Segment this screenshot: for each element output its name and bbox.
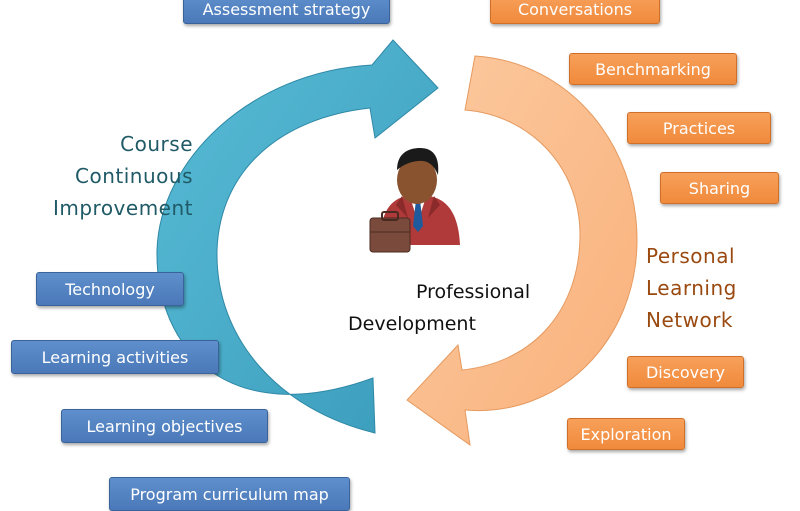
heading-line: Course xyxy=(120,132,193,156)
businessman-icon xyxy=(369,148,460,253)
heading-line: Improvement xyxy=(52,196,193,220)
technology-box: Technology xyxy=(36,272,184,306)
discovery-box: Discovery xyxy=(627,356,744,388)
learning-objectives-box: Learning objectives xyxy=(61,409,268,443)
center-label-line: Development xyxy=(348,313,476,335)
practices-box: Practices xyxy=(627,112,771,144)
heading-line: Continuous xyxy=(75,164,193,188)
heading-line: Network xyxy=(646,308,734,332)
professional-development-cycle xyxy=(156,39,638,447)
benchmarking-box: Benchmarking xyxy=(569,53,737,85)
learning-activities-box: Learning activities xyxy=(11,340,219,374)
exploration-box: Exploration xyxy=(567,418,685,450)
course-continuous-improvement-heading: Course Continuous Improvement xyxy=(0,128,193,224)
heading-line: Personal xyxy=(646,244,736,268)
sharing-box: Sharing xyxy=(660,172,779,204)
learning-network-arrow xyxy=(406,55,638,447)
heading-line: Learning xyxy=(646,276,737,300)
assessment-strategy-box: Assessment strategy xyxy=(183,0,390,24)
center-label-line: Professional xyxy=(416,281,531,303)
personal-learning-network-heading: Personal Learning Network xyxy=(646,240,737,336)
program-curriculum-map-box: Program curriculum map xyxy=(109,477,350,511)
professional-development-label: Professional Development xyxy=(330,276,570,340)
conversations-box: Conversations xyxy=(490,0,660,24)
